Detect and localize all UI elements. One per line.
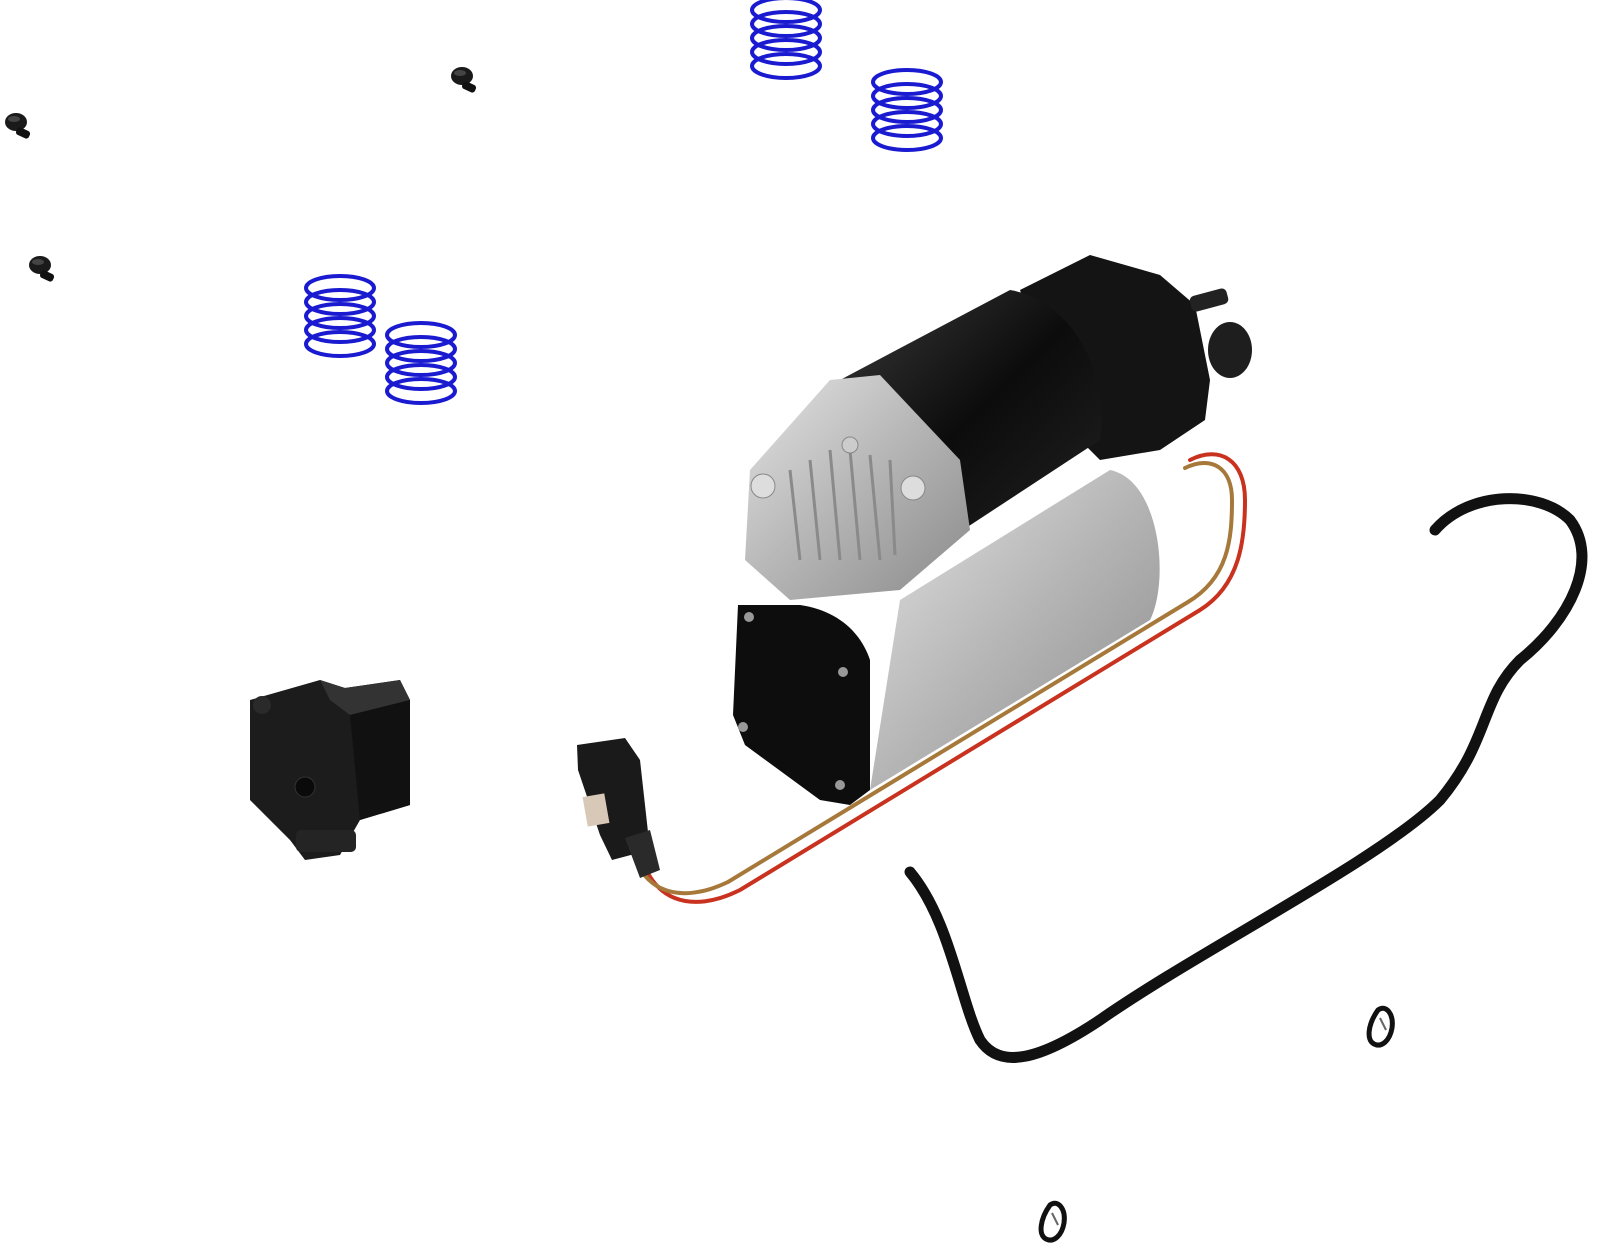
screw [451,67,478,94]
air-compressor [733,255,1252,805]
hose-clip [1041,1203,1064,1240]
spring [750,0,822,80]
valve-block [250,680,410,860]
electrical-connector [577,738,660,878]
screw [5,113,32,140]
spring [385,321,457,405]
air-hose [904,493,1588,1063]
screw [29,256,56,283]
spring [304,274,376,358]
hose-clip [1369,1008,1392,1045]
wiring-harness [630,452,1248,904]
spring [871,68,943,152]
